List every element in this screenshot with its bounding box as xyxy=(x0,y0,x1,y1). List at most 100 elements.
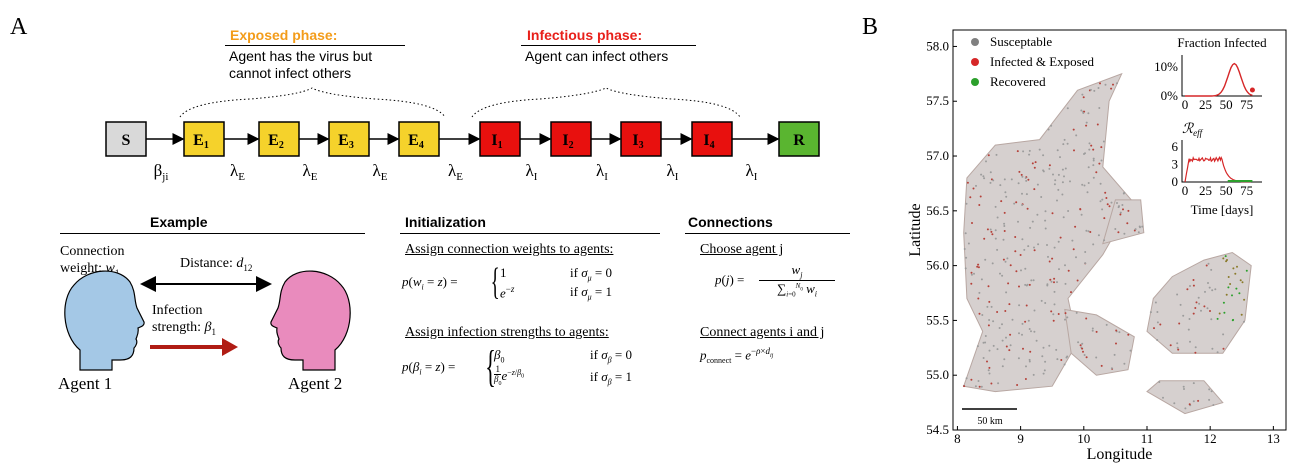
agent-point xyxy=(967,242,970,245)
agent-point xyxy=(1048,167,1051,170)
agent-point xyxy=(1053,303,1056,306)
agent-point xyxy=(1211,289,1214,292)
agent-point xyxy=(1211,347,1214,350)
x-tick-label: 10 xyxy=(1077,431,1090,446)
agent-point xyxy=(1104,191,1107,194)
agent-point xyxy=(978,312,981,315)
agent-point xyxy=(1071,239,1074,242)
agent-point xyxy=(1003,225,1006,227)
agent-point xyxy=(1084,251,1087,253)
agent-point xyxy=(1061,193,1064,196)
agent-point xyxy=(990,382,993,385)
agent-point xyxy=(1048,260,1051,263)
agent-point xyxy=(988,349,991,352)
agent-point xyxy=(1118,205,1120,208)
land-points xyxy=(962,72,1252,415)
agent-point xyxy=(1064,282,1067,285)
transition-rate-sub: I xyxy=(675,171,679,183)
agent-point xyxy=(1057,188,1060,191)
y-tick-label: 58.0 xyxy=(926,38,949,53)
agent-point xyxy=(1149,311,1152,314)
agent-point xyxy=(1021,204,1024,206)
agent-point xyxy=(1004,310,1007,312)
agent-point xyxy=(1053,277,1056,280)
exposed-phase-title: Exposed phase: xyxy=(230,27,338,43)
agent-point xyxy=(1001,339,1004,342)
agent-point xyxy=(1016,150,1019,153)
agent-point xyxy=(996,216,999,219)
agent-point xyxy=(1021,238,1024,241)
agent-point xyxy=(1126,222,1129,225)
example-title: Example xyxy=(150,214,208,230)
agent-point xyxy=(1059,156,1061,159)
agent-point xyxy=(963,248,966,250)
agent-point xyxy=(1064,318,1066,321)
agent-point xyxy=(984,258,987,261)
agent-point xyxy=(1021,175,1024,178)
agent-point xyxy=(1092,148,1095,151)
agent-point xyxy=(1206,307,1209,310)
agent-point xyxy=(1064,312,1067,315)
inset2-x-tick: 75 xyxy=(1240,183,1253,198)
agent-point xyxy=(1047,255,1049,258)
agent-point xyxy=(1212,404,1215,406)
agent-point xyxy=(1218,312,1221,315)
infection-line2: strength: β1 xyxy=(152,319,216,341)
agent-point xyxy=(1009,333,1012,336)
agent-point xyxy=(1086,191,1089,194)
agent-point xyxy=(999,184,1002,187)
agent-point xyxy=(997,382,1000,385)
agent-point xyxy=(1189,340,1191,343)
agent-point xyxy=(1048,164,1051,167)
agent-point xyxy=(1192,382,1195,385)
agent-point xyxy=(1033,309,1036,312)
choose-agent-formula: p(j) = wj ∑i=0N0 wi xyxy=(715,262,845,302)
agent-point xyxy=(1085,121,1088,124)
inset1-curve xyxy=(1185,62,1253,97)
agent-point xyxy=(1059,236,1062,239)
agent-point xyxy=(1033,188,1036,191)
agent-point xyxy=(1090,144,1093,147)
agent-point xyxy=(1003,230,1006,232)
agent-point xyxy=(963,385,966,388)
transition-rate-sub: I xyxy=(604,171,608,183)
agent-point xyxy=(1029,226,1032,229)
agent-point xyxy=(1234,272,1237,275)
agent-point xyxy=(1028,283,1031,286)
agent-point xyxy=(1194,307,1197,309)
agent-point xyxy=(1018,170,1021,173)
agent-point xyxy=(1053,183,1056,186)
agent-point xyxy=(987,324,990,327)
agent-point xyxy=(1156,311,1159,313)
agent-point xyxy=(964,267,967,270)
agent-point xyxy=(1046,284,1049,287)
agent-point xyxy=(1176,346,1179,349)
exposed-brace xyxy=(179,87,446,118)
agent-point xyxy=(1067,210,1070,212)
agent-point xyxy=(1066,142,1069,145)
agent-point xyxy=(1082,350,1084,353)
agent-point xyxy=(1095,330,1098,333)
agent-point xyxy=(988,300,991,303)
agent-point xyxy=(1002,258,1005,261)
agent-point xyxy=(1001,274,1004,277)
agent-point xyxy=(1178,322,1181,325)
agent-point xyxy=(975,184,977,187)
agent-point xyxy=(1073,149,1075,152)
y-tick-label: 54.5 xyxy=(926,422,949,437)
state-box-rect xyxy=(105,121,147,157)
infectious-phase-line1: Agent can infect others xyxy=(525,48,669,64)
agent-point xyxy=(998,327,1001,329)
agent-point xyxy=(1041,355,1044,358)
agent-point xyxy=(1061,168,1064,171)
state-box-i2: I2 xyxy=(550,121,592,157)
agent-point xyxy=(1222,257,1225,260)
inset2-x-tick: 0 xyxy=(1182,183,1189,198)
infection-subscript: 1 xyxy=(211,326,216,337)
agent-point xyxy=(1101,198,1104,201)
agent-point xyxy=(1003,178,1006,181)
agent-point xyxy=(994,229,997,232)
agent-point xyxy=(1225,293,1228,296)
agent-point xyxy=(1192,312,1195,315)
agent-point xyxy=(969,196,972,199)
